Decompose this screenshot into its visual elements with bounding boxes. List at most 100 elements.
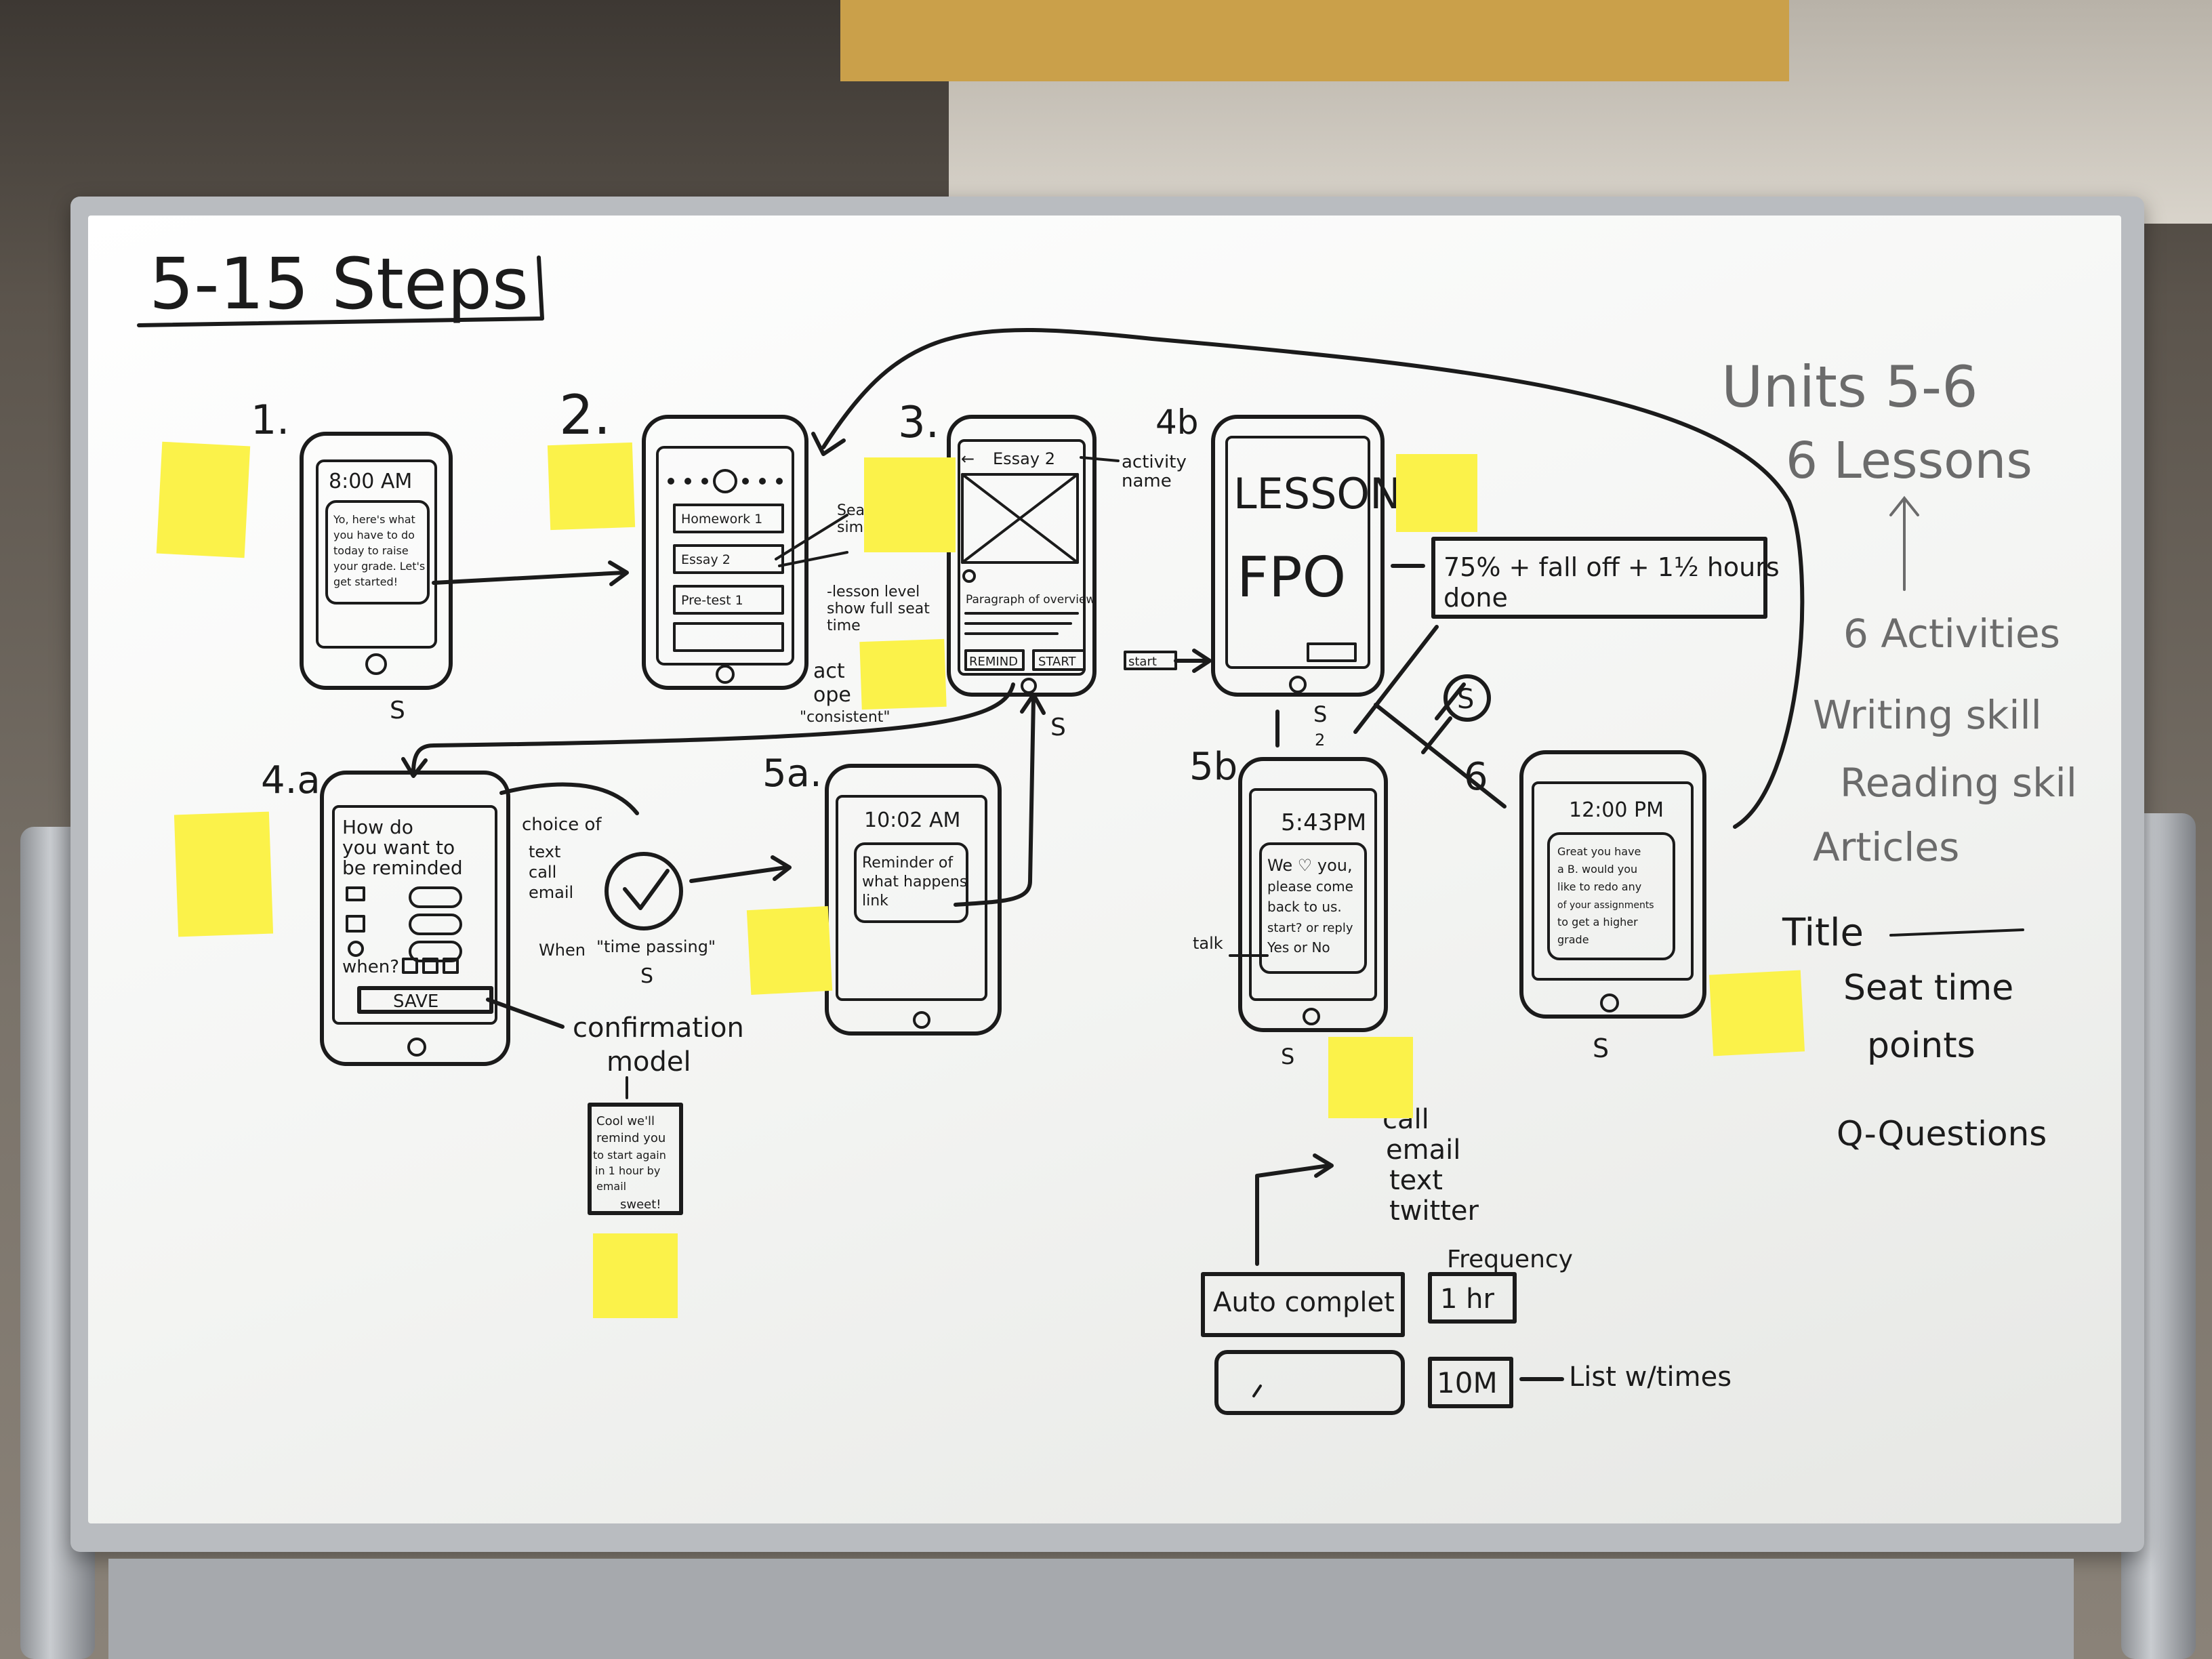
step-1-line-1: Yo, here's what	[333, 513, 415, 526]
step-4b-stat-2: done	[1443, 583, 1508, 613]
step-3-home-button	[1021, 678, 1037, 694]
step-4a-choice-3: email	[529, 883, 573, 902]
step-4b-tag-2: 2	[1315, 731, 1325, 750]
step-5b-time: 5:43PM	[1281, 809, 1366, 836]
loop-arrow-head	[811, 432, 846, 456]
step-4a-screen	[332, 805, 497, 1025]
reading-label: Reading skil	[1840, 760, 2077, 806]
step-6-line-6: grade	[1557, 933, 1589, 946]
arrow-4a-to-check	[499, 782, 639, 815]
step-5b-line-4: start? or reply	[1267, 921, 1353, 935]
arrow-1-to-2	[432, 571, 626, 585]
step-3-remind-button	[964, 649, 1025, 671]
sticky-note-10	[593, 1233, 678, 1318]
step-4a-home-button	[407, 1038, 426, 1057]
sticky-notes	[156, 441, 1805, 1318]
step-4a-choice-label: choice of	[522, 815, 602, 835]
step-6-line-4: of your assignments	[1557, 900, 1654, 911]
arrow-strike-marks	[1421, 682, 1466, 754]
step-5b-phone	[1238, 757, 1388, 1032]
step-6-phone	[1519, 750, 1706, 1019]
arrow-5a-to-3-head	[1020, 693, 1046, 715]
step-4a-when-box-1	[402, 958, 418, 974]
step-3-header: Essay 2	[993, 449, 1055, 468]
channel-3: text	[1389, 1165, 1443, 1196]
sticky-note-9	[1708, 970, 1805, 1057]
step-5a-time: 10:02 AM	[864, 808, 960, 832]
step-2-dots	[668, 478, 783, 485]
ten-min-label: 10M	[1437, 1366, 1498, 1399]
step-4b-lesson: LESSON	[1233, 469, 1401, 518]
step-5a-screen	[836, 795, 987, 1001]
step-1-line-2: you have to do	[333, 529, 415, 541]
lessons-label: 6 Lessons	[1786, 432, 2032, 490]
field-questions: Q-Questions	[1837, 1114, 2047, 1153]
step-3-number: 3.	[898, 398, 939, 448]
step-3-start-arrow-label: start	[1128, 655, 1157, 669]
step-4a-modal-line-4: in 1 hour by	[595, 1164, 660, 1177]
step-3-screen	[958, 439, 1086, 676]
step-5b-screen	[1249, 788, 1377, 1001]
step-1-line-3: today to raise	[333, 544, 409, 557]
step-1-line-5: get started!	[333, 575, 398, 588]
step-4a-heading-3: be reminded	[342, 857, 463, 879]
step-5b-message-box	[1259, 842, 1367, 974]
step-3-image-cross	[961, 473, 1079, 564]
step-1-home-button	[365, 653, 387, 675]
step-4a-modal-label: model	[607, 1046, 691, 1078]
step-2-note-7: ope	[813, 683, 851, 707]
arrow-3-to-4a	[411, 682, 1015, 775]
step-4b-phone	[1211, 415, 1385, 697]
step-4a-save-label: SAVE	[393, 991, 438, 1012]
step-6-home-button	[1600, 994, 1619, 1012]
step-2-avatar-icon	[713, 469, 737, 493]
step-4a-modal-line-5: email	[596, 1180, 626, 1193]
step-5a-line-1: Reminder of	[862, 855, 954, 872]
step-4a-check-circle	[605, 852, 683, 930]
step-4a-heading-1: How do	[342, 816, 413, 838]
step-5b-talk: talk	[1193, 934, 1223, 953]
step-6-message-box	[1547, 832, 1675, 960]
field-seat-time: Seat time	[1843, 968, 2013, 1008]
step-2-pointer-lines	[775, 514, 848, 567]
step-5a-line-2: what happens	[862, 874, 967, 890]
step-4a-modal-button: sweet!	[620, 1197, 661, 1212]
step-4b-screen	[1225, 436, 1370, 669]
step-2-number: 2.	[559, 384, 611, 447]
articles-label: Articles	[1813, 824, 1959, 870]
arrow-auto-to-channels	[1255, 1164, 1330, 1266]
step-3-paragraph: Paragraph of overview	[966, 593, 1095, 607]
step-3-name-label: name	[1122, 471, 1172, 491]
arrow-3-to-4b-head	[1192, 649, 1212, 673]
units-label: Units 5-6	[1721, 354, 1978, 420]
step-6-screen	[1532, 781, 1694, 981]
step-2-note-8: "consistent"	[800, 709, 890, 726]
writing-label: Writing skill	[1813, 692, 2042, 738]
arrow-save-to-confirm	[486, 998, 565, 1029]
step-5b-line-1: We ♡ you,	[1267, 856, 1353, 875]
step-4b-stat: 75% + fall off + 1½ hours	[1443, 552, 1780, 582]
step-2-note-4: show full seat	[827, 600, 930, 617]
step-4a-message-icon	[346, 915, 365, 933]
title-underline	[137, 255, 544, 327]
step-3-name-pointer	[1080, 456, 1120, 462]
arrow-4a-to-5a-head	[771, 855, 792, 881]
step-3-image-placeholder	[961, 473, 1079, 564]
sticky-note-7	[746, 905, 833, 996]
step-3-start-button	[1032, 649, 1086, 671]
step-4a-when: when?	[342, 957, 399, 977]
sticky-note-4	[859, 638, 947, 710]
step-2-row-2-label: Essay 2	[681, 552, 731, 567]
step-5b-home-button	[1303, 1008, 1320, 1025]
step-2-note-1: Sea	[837, 502, 865, 519]
step-1-message: Yo, here's what you have to do today to …	[333, 513, 425, 588]
step-4a-toggle-1	[409, 886, 462, 908]
step-6-line-1: Great you have	[1557, 845, 1641, 858]
step-5a-number: 5a.	[762, 752, 822, 796]
step-4a-mail-icon	[346, 886, 365, 901]
step-4a-when-box-3	[443, 958, 459, 974]
auto-complete-label: Auto complet	[1213, 1287, 1395, 1318]
field-points: points	[1867, 1025, 1975, 1066]
arrow-auto-to-channels-head	[1313, 1153, 1334, 1178]
